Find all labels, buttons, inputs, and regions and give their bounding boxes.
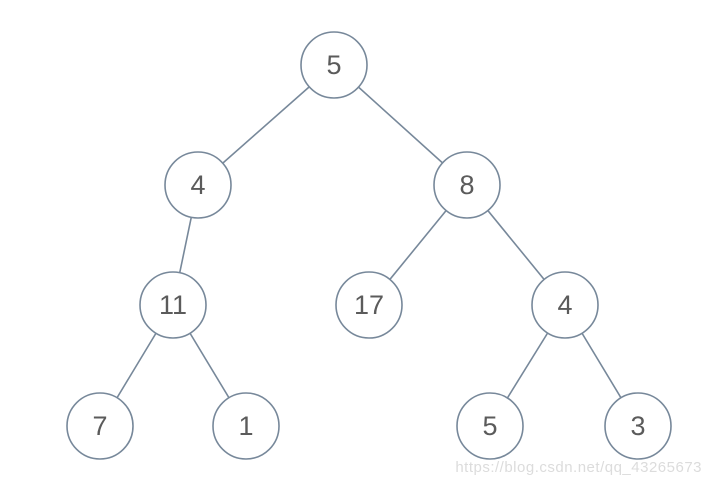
tree-node: 5 bbox=[300, 31, 368, 99]
tree-node-circle bbox=[212, 392, 280, 460]
tree-edges bbox=[99, 64, 639, 427]
tree-node-label: 17 bbox=[354, 290, 384, 320]
tree-node-label: 8 bbox=[459, 170, 474, 200]
tree-node: 17 bbox=[335, 271, 403, 339]
tree-node: 4 bbox=[531, 271, 599, 339]
tree-node: 5 bbox=[456, 392, 524, 460]
tree-node-circle bbox=[66, 392, 134, 460]
tree-node-label: 11 bbox=[159, 290, 187, 320]
tree-node: 4 bbox=[164, 151, 232, 219]
tree-node-label: 3 bbox=[630, 411, 645, 441]
tree-node: 3 bbox=[604, 392, 672, 460]
tree-node-circle bbox=[300, 31, 368, 99]
tree-node-circle bbox=[164, 151, 232, 219]
tree-node: 11 bbox=[139, 271, 207, 339]
tree-node-circle bbox=[604, 392, 672, 460]
tree-node: 7 bbox=[66, 392, 134, 460]
tree-node-circle bbox=[531, 271, 599, 339]
tree-node-circle bbox=[456, 392, 524, 460]
tree-node-label: 1 bbox=[238, 411, 253, 441]
tree-node-circle bbox=[335, 271, 403, 339]
tree-node-label: 4 bbox=[190, 170, 205, 200]
tree-node-label: 5 bbox=[482, 411, 497, 441]
tree-node-label: 4 bbox=[557, 290, 572, 320]
watermark: https://blog.csdn.net/qq_43265673 bbox=[455, 459, 702, 476]
tree-node: 8 bbox=[433, 151, 501, 219]
tree-node-label: 7 bbox=[92, 411, 107, 441]
tree-node-label: 5 bbox=[326, 50, 341, 80]
tree-node: 1 bbox=[212, 392, 280, 460]
tree-node-circle bbox=[139, 271, 207, 339]
tree-nodes: 5 4 8 11 17 4 7 1 5 3 bbox=[66, 31, 672, 460]
tree-node-circle bbox=[433, 151, 501, 219]
